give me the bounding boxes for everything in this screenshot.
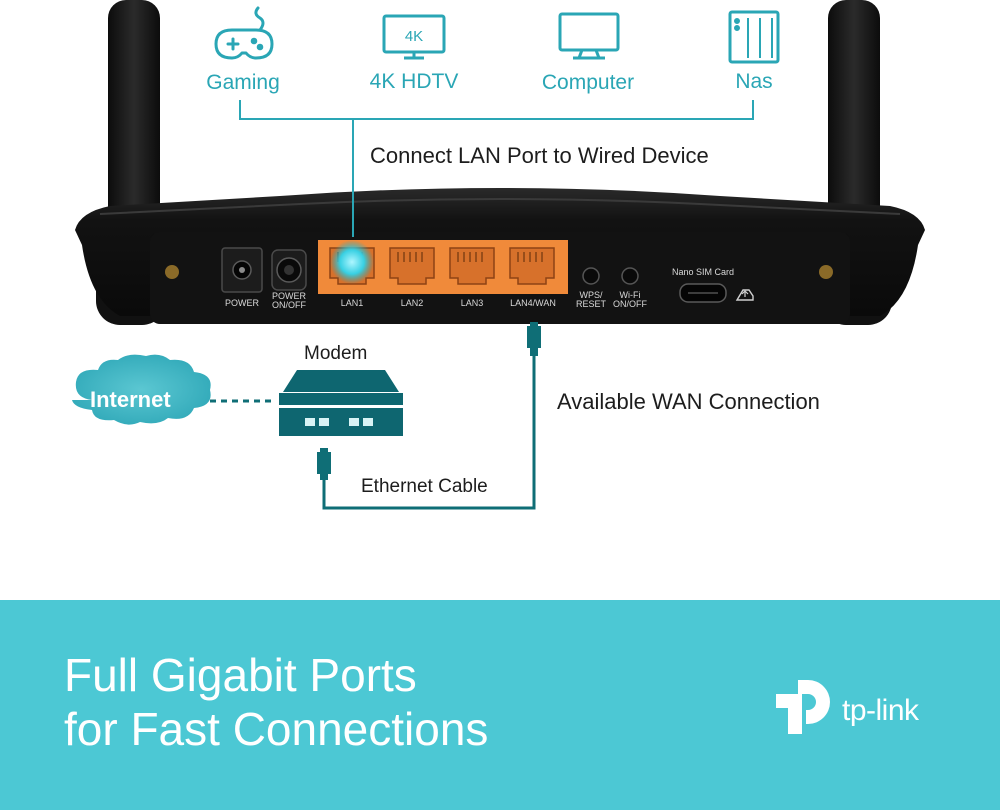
modem-icon — [279, 370, 403, 436]
ethernet-cable — [322, 356, 536, 510]
ethernet-cable-label: Ethernet Cable — [361, 476, 488, 497]
lan2-port — [389, 247, 435, 285]
power-jack — [221, 247, 263, 293]
wifi-toggle-label: Wi-Fi ON/OFF — [610, 291, 650, 309]
lan1-label: LAN1 — [340, 298, 364, 308]
internet-cloud-icon — [72, 354, 211, 425]
wps-reset-label-line2: RESET — [575, 299, 606, 309]
lan3-label: LAN3 — [460, 298, 484, 308]
wps-reset-label-line1: WPS/ — [579, 290, 603, 300]
device-label-hdtv: 4K HDTV — [369, 70, 459, 93]
wps-reset-button-icon — [582, 267, 600, 285]
device-label-nas: Nas — [735, 70, 773, 93]
ethernet-plug-icon — [317, 448, 331, 480]
device-label-computer: Computer — [541, 71, 635, 94]
modem-label: Modem — [304, 343, 368, 364]
lan-caption: Connect LAN Port to Wired Device — [370, 143, 709, 168]
tv-icon: 4K — [382, 14, 446, 60]
power-switch-label: POWER ON/OFF — [267, 292, 311, 310]
banner-headline: Full Gigabit Ports for Fast Connections — [64, 648, 488, 756]
power-switch-label-line1: POWER — [271, 291, 306, 301]
internet-label: Internet — [90, 387, 171, 412]
tv-4k-badge: 4K — [405, 28, 423, 45]
lan-port-block — [318, 240, 568, 294]
antenna-connector-icon — [165, 265, 179, 279]
tp-link-logo-icon — [776, 680, 830, 734]
power-switch-label-line2: ON/OFF — [272, 300, 306, 310]
monitor-icon — [558, 12, 620, 60]
diagram-artwork: 4K — [72, 0, 925, 510]
lan4-wan-label: LAN4/WAN — [510, 298, 556, 308]
nas-icon — [728, 10, 780, 64]
wifi-toggle-label-line1: Wi-Fi — [619, 290, 641, 300]
promo-banner: Full Gigabit Ports for Fast Connections … — [0, 600, 1000, 810]
sim-slot-label: Nano SIM Card — [671, 267, 735, 277]
banner-headline-line1: Full Gigabit Ports — [64, 649, 417, 701]
lan3-port — [449, 247, 495, 285]
lan-bracket-line — [239, 100, 754, 237]
banner-headline-line2: for Fast Connections — [64, 703, 489, 755]
wifi-toggle-label-line2: ON/OFF — [613, 299, 647, 309]
wifi-toggle-button-icon — [621, 267, 639, 285]
wan-caption: Available WAN Connection — [557, 389, 820, 414]
sim-slot — [679, 283, 754, 303]
power-jack-label: POWER — [224, 298, 259, 308]
device-label-gaming: Gaming — [206, 71, 280, 94]
power-switch — [271, 249, 307, 291]
sim-eject-icon — [735, 289, 754, 301]
lan4-wan-port — [509, 247, 555, 285]
gamepad-icon — [214, 6, 274, 60]
lan1-glow-indicator — [330, 240, 374, 284]
ethernet-plug-icon — [527, 322, 541, 356]
wps-reset-label: WPS/ RESET — [571, 291, 611, 309]
lan2-label: LAN2 — [400, 298, 424, 308]
tp-link-wordmark: tp-link — [842, 694, 919, 727]
antenna-connector-icon — [819, 265, 833, 279]
